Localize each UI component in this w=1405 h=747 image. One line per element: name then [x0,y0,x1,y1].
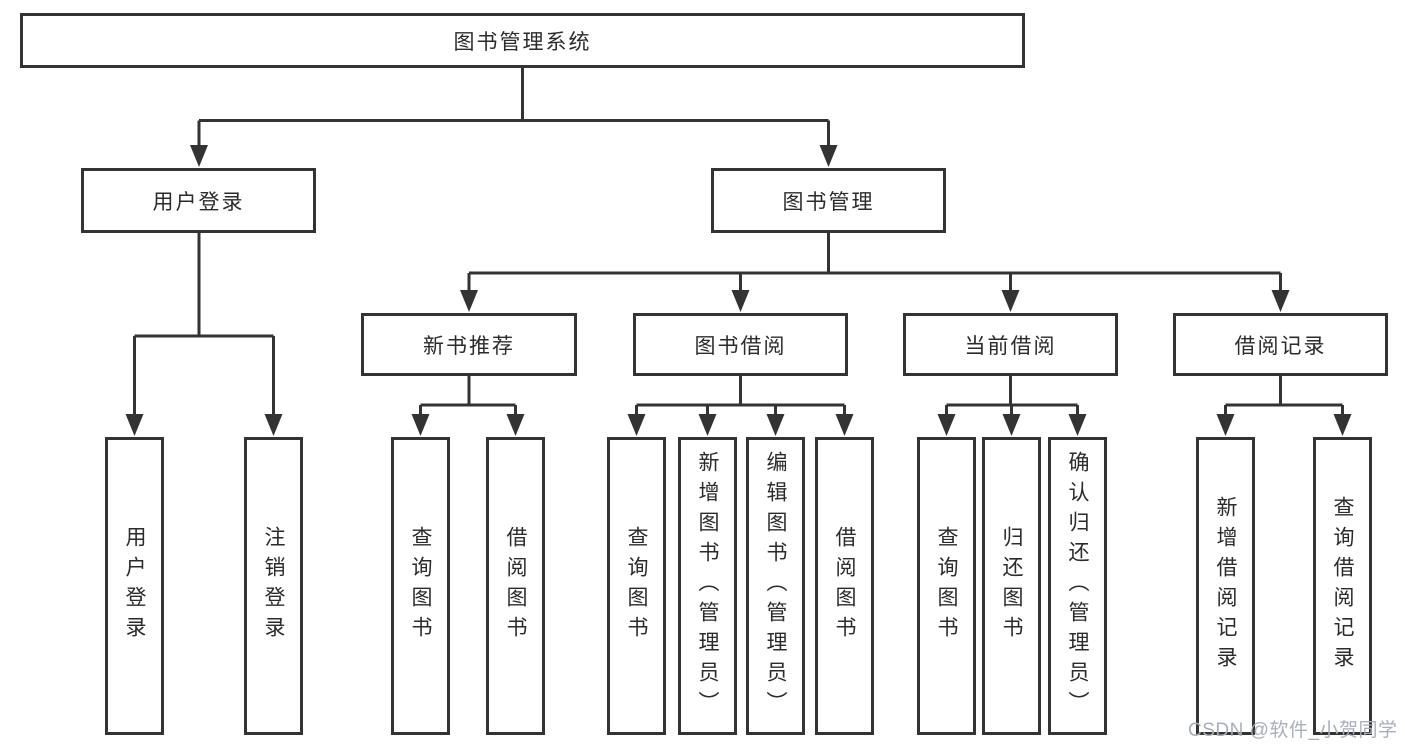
leaf-cb-return-books: 归还图书 [982,437,1041,735]
arrowhead [506,414,525,436]
node-book-management: 图书管理 [711,168,946,233]
node-label: 图书管理系统 [453,30,592,54]
node-label: 用户登录 [152,190,245,214]
arrowhead [1001,290,1020,312]
node-book-borrowing: 图书借阅 [633,313,848,376]
node-label: 新书推荐 [423,334,515,358]
leaf-user-login: 用户登录 [105,437,164,735]
arrowhead [411,414,430,436]
connector-current-borrowing [945,376,1079,418]
arrowhead [835,414,854,436]
node-label: 查询图书 [409,526,432,646]
node-label: 用户登录 [123,526,146,646]
connector-user-login [133,233,275,418]
node-label: 确认归还（管理员） [1066,451,1089,721]
node-label: 注销登录 [262,526,285,646]
node-library-management-system: 图书管理系统 [20,13,1025,68]
arrowhead [627,414,646,436]
leaf-br-add-record: 新增借阅记录 [1196,437,1255,735]
node-label: 图书借阅 [694,334,787,358]
node-borrowing-records: 借阅记录 [1173,313,1388,376]
connector-root [197,68,830,148]
arrowhead [1216,414,1235,436]
leaf-nb-borrow-books: 借阅图书 [486,437,545,735]
arrowhead [264,414,283,436]
arrowhead [190,145,208,167]
arrowhead [460,290,478,312]
arrowhead [731,290,750,312]
leaf-cb-query-books: 查询图书 [917,437,976,735]
node-label: 查询借阅记录 [1331,496,1354,676]
node-user-login: 用户登录 [81,168,316,233]
connector-book-borrowing [635,376,846,418]
leaf-bb-edit-books-admin: 编辑图书（管理员） [746,437,805,735]
node-label: 查询图书 [625,526,648,646]
node-label: 借阅图书 [504,526,527,646]
connector-new-book-recommend [419,376,517,418]
node-new-book-recommend: 新书推荐 [361,313,577,376]
node-label: 借阅图书 [833,526,856,646]
arrowhead [937,414,956,436]
leaf-logout: 注销登录 [244,437,303,735]
arrowhead [125,414,144,436]
leaf-br-query-record: 查询借阅记录 [1313,437,1372,735]
arrowhead [1002,414,1021,436]
leaf-nb-query-books: 查询图书 [391,437,450,735]
node-current-borrowing: 当前借阅 [903,313,1118,376]
node-label: 当前借阅 [964,334,1057,358]
arrowhead [1333,414,1352,436]
node-label: 编辑图书（管理员） [764,451,787,721]
leaf-bb-borrow-books: 借阅图书 [815,437,874,735]
node-label: 查询图书 [935,526,958,646]
arrowhead [698,414,717,436]
arrowhead [766,414,785,436]
node-label: 归还图书 [1000,526,1023,646]
connector-book-management [467,233,1282,294]
arrowhead [1068,414,1087,436]
node-label: 新增图书（管理员） [696,451,719,721]
leaf-bb-query-books: 查询图书 [607,437,666,735]
arrowhead [819,145,838,167]
connector-borrowing-records [1224,376,1344,418]
leaf-cb-confirm-return-admin: 确认归还（管理员） [1048,437,1107,735]
node-label: 借阅记录 [1234,334,1327,358]
csdn-watermark: CSDN @软件_小贺同学 [1188,720,1398,741]
leaf-bb-add-books-admin: 新增图书（管理员） [678,437,737,735]
node-label: 图书管理 [782,190,875,214]
node-label: 新增借阅记录 [1214,496,1237,676]
arrowhead [1271,290,1290,312]
